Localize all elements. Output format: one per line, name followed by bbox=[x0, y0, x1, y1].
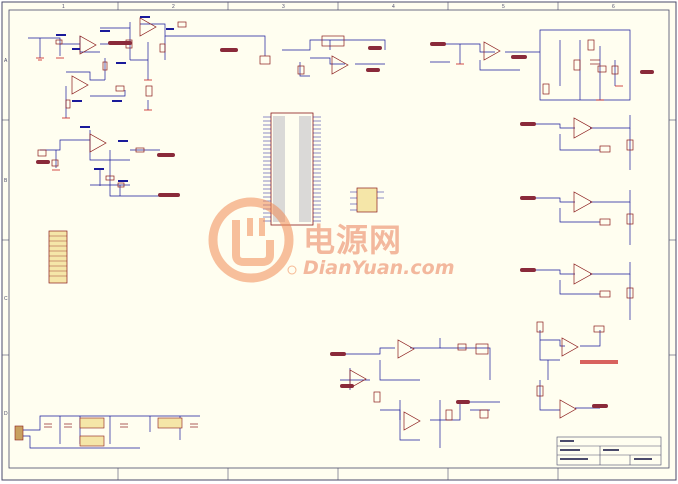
opamp-symbol bbox=[561, 337, 579, 357]
opamp-symbol bbox=[349, 369, 367, 389]
title-block-text-marks bbox=[560, 440, 652, 460]
title-block bbox=[556, 436, 662, 466]
top-right-grounds bbox=[456, 63, 623, 101]
zone-number: 4 bbox=[392, 4, 395, 10]
top-middle-net-labels bbox=[366, 46, 382, 72]
zone-letter: C bbox=[4, 296, 8, 302]
power-connector bbox=[14, 425, 24, 441]
zone-number: 3 bbox=[282, 4, 285, 10]
zone-labels: 1 2 3 4 5 6 A B C D bbox=[4, 4, 615, 417]
bottom-middle-circuit bbox=[330, 338, 500, 448]
top-left-net-labels bbox=[36, 41, 238, 197]
watermark-logo bbox=[208, 197, 297, 283]
top-right-components bbox=[483, 39, 619, 95]
opamp-symbol bbox=[573, 117, 593, 139]
voltage-regulator bbox=[79, 435, 105, 447]
opamp-symbol bbox=[79, 35, 97, 55]
opamp-symbol bbox=[139, 17, 157, 37]
opamp-symbol bbox=[403, 411, 421, 431]
red-annotation bbox=[580, 360, 618, 364]
zone-number: 5 bbox=[502, 4, 505, 10]
opamp-symbol bbox=[483, 41, 501, 61]
zone-number: 6 bbox=[612, 4, 615, 10]
zone-letter: B bbox=[4, 178, 8, 184]
right-channel-3 bbox=[520, 262, 634, 320]
sheet-inner-border bbox=[8, 9, 670, 469]
bottom-left-power-supply bbox=[14, 415, 200, 449]
opamp-symbol bbox=[397, 339, 415, 359]
top-middle-components bbox=[297, 35, 349, 75]
voltage-regulator bbox=[157, 417, 183, 429]
watermark-brand-chinese: 电源网 bbox=[303, 221, 403, 259]
zone-number: 2 bbox=[172, 4, 175, 10]
bottom-right-comparator bbox=[536, 321, 618, 419]
top-left-components bbox=[37, 17, 271, 188]
watermark-brand-english: DianYuan.com bbox=[303, 257, 455, 279]
opamp-symbol bbox=[71, 75, 89, 95]
small-ic bbox=[350, 187, 384, 213]
zone-letter: D bbox=[4, 411, 8, 417]
opamp-symbol bbox=[573, 191, 593, 213]
zone-letter: A bbox=[4, 58, 8, 64]
zone-number: 1 bbox=[62, 4, 65, 10]
right-channel-1 bbox=[520, 115, 634, 170]
opamp-symbol bbox=[559, 399, 577, 419]
top-middle-amplifier bbox=[282, 39, 386, 77]
top-left-grounds bbox=[36, 57, 152, 171]
voltage-regulator bbox=[79, 417, 105, 429]
tiny-designators bbox=[56, 16, 174, 182]
opamp-symbol bbox=[89, 133, 107, 153]
right-channel-2 bbox=[520, 190, 634, 245]
opamp-symbol bbox=[331, 55, 349, 75]
opamp-symbol bbox=[573, 263, 593, 285]
top-right-net-labels bbox=[430, 42, 654, 74]
header-connector bbox=[48, 230, 68, 284]
mcu-chip bbox=[263, 112, 321, 226]
